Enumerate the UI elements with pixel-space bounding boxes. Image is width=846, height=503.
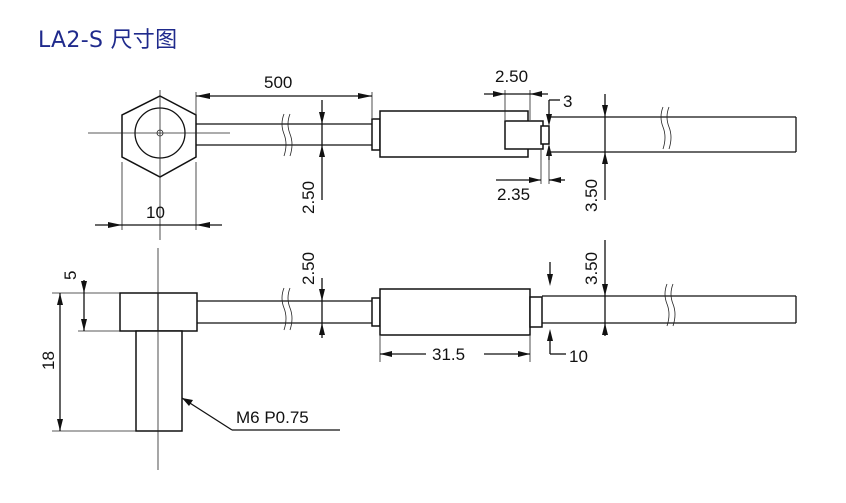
dim-lens-length: 3 [546, 92, 572, 160]
dim-tail-length: 10 [547, 329, 588, 366]
dim-hex-width: 10 [146, 203, 165, 222]
dim-lens-offset: 2.50 [484, 67, 548, 120]
dim-thread: M6 P0.75 [236, 408, 309, 427]
dim-cable-length: 500 [264, 73, 292, 92]
diagram-title: LA2-S 尺寸图 [38, 28, 178, 53]
svg-text:18: 18 [39, 351, 58, 370]
sensor-bottom-view [197, 283, 797, 336]
svg-text:3.50: 3.50 [582, 179, 601, 212]
dim-out-cable-dia-bottom: 3.50 [547, 240, 608, 336]
dim-cable-dia-bottom: 2.50 [299, 252, 325, 338]
dim-top-right-250: 2.50 [495, 67, 528, 86]
svg-text:3.50: 3.50 [582, 252, 601, 285]
svg-text:2.50: 2.50 [299, 181, 318, 214]
svg-text:10: 10 [569, 347, 588, 366]
dim-cable-dia-top: 2.50 [299, 100, 325, 214]
sensor-top-view [196, 106, 797, 158]
svg-text:3: 3 [563, 92, 572, 111]
dim-out-cable-dia-top: 3.50 [582, 94, 608, 212]
svg-text:2.50: 2.50 [299, 252, 318, 285]
svg-text:2.35: 2.35 [497, 185, 530, 204]
svg-text:31.5: 31.5 [432, 345, 465, 364]
dim-body-length: 31.5 [379, 336, 531, 364]
svg-text:5: 5 [61, 271, 80, 280]
hex-side-view: 5 18 M6 P0.75 [39, 248, 340, 470]
dim-500: 500 [195, 73, 373, 120]
dim-lens-dia: 2.35 [496, 150, 565, 204]
hex-top-view: 10 [88, 90, 230, 240]
